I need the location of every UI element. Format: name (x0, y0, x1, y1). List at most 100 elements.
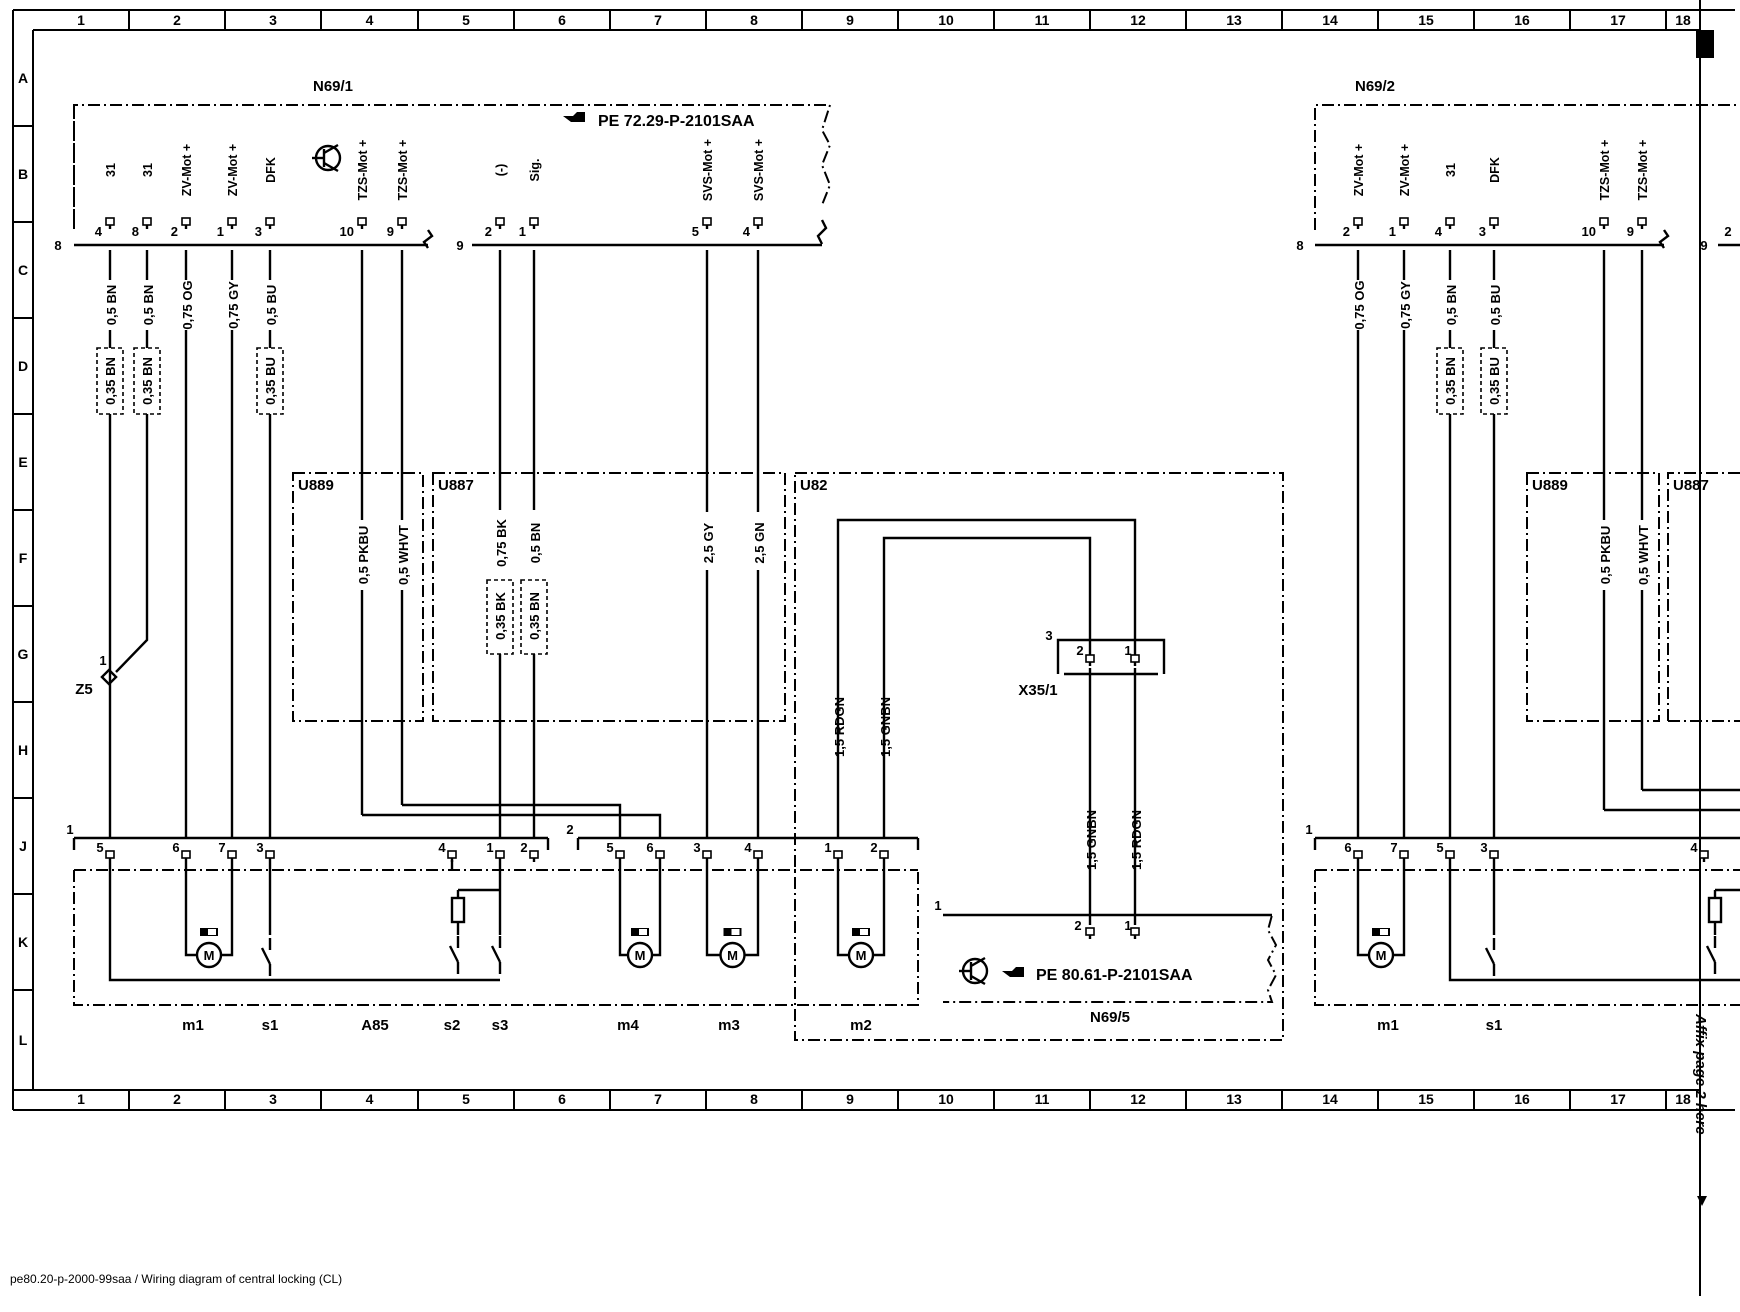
column-label-top: 6 (558, 12, 566, 28)
x35-1-pin: 1 (1124, 643, 1131, 658)
column-label-top: 13 (1226, 12, 1242, 28)
u887-label: U887 (438, 477, 474, 494)
actuator-right-pin (1489, 850, 1499, 862)
actuator-pin-number: 6 (172, 840, 179, 855)
column-label-bottom: 18 (1675, 1091, 1691, 1107)
column-label-top: 9 (846, 12, 854, 28)
actuator-right-pin (1699, 850, 1709, 862)
row-label: K (18, 934, 28, 950)
actuator-pin (495, 850, 505, 862)
row-label: F (19, 550, 28, 566)
row-label: A (18, 70, 28, 86)
motor-icon: M (618, 862, 662, 969)
actuator-right-pin (1399, 850, 1409, 862)
row-label: C (18, 262, 28, 278)
n69-2-pin-number: 9 (1627, 224, 1634, 239)
column-label-top: 2 (173, 12, 181, 28)
actuator-right-pin: 5 (1436, 840, 1443, 855)
actuator-pin-number: 1 (824, 840, 831, 855)
switch-icon (1484, 938, 1496, 976)
alt-wire-box (486, 579, 514, 655)
actuator-label: s1 (262, 1017, 279, 1034)
wire-label: 1,5 GNBN (1084, 810, 1099, 870)
n69-1-pin-signal: TZS-Mot + (396, 140, 410, 201)
alt-wire-label: 0,35 BU (263, 357, 278, 405)
column-label-bottom: 7 (654, 1091, 662, 1107)
actuator-pin-number: 3 (256, 840, 263, 855)
n69-1-pin (265, 217, 275, 229)
n69-1-pin-signal: 31 (141, 163, 155, 177)
n69-1-pin-number: 3 (255, 224, 262, 239)
wire-to-z5 (115, 414, 149, 673)
column-label-top: 10 (938, 12, 954, 28)
affix-note: Affix page 2 here (1692, 1013, 1709, 1135)
connector-label: 1 (66, 822, 73, 837)
n69-2-pin-number: 1 (1389, 224, 1396, 239)
wire-label: 0,5 BN (528, 523, 543, 563)
motor-icon: M (836, 862, 886, 969)
actuator-pin (615, 850, 625, 862)
alt-wire-box (96, 347, 124, 415)
n69-1-pin-signal: TZS-Mot + (356, 140, 370, 201)
n69-1-pin-signal: ZV-Mot + (180, 144, 194, 196)
column-label-top: 7 (654, 12, 662, 28)
wire-label: 1,5 RDGN (1129, 810, 1144, 870)
connector-label: 1 (1305, 822, 1312, 837)
n69-1-pin-number: 1 (519, 224, 526, 239)
column-label-top: 12 (1130, 12, 1146, 28)
column-label-top: 4 (366, 12, 374, 28)
actuator-pin (529, 850, 539, 862)
row-label: D (18, 358, 28, 374)
svg-text:M: M (204, 948, 215, 963)
wire-label-n69-1: 0,75 GY (226, 281, 241, 329)
n69-1-pin-number: 8 (132, 224, 139, 239)
n69-1-pin-number: 4 (95, 224, 103, 239)
resistor-icon (1707, 896, 1723, 924)
column-label-top: 1 (77, 12, 85, 28)
wire (184, 862, 197, 957)
connector-label: 8 (1296, 238, 1303, 253)
x35-1-pin (1130, 654, 1140, 666)
x35-1-connector-label: 3 (1045, 628, 1052, 643)
column-label-bottom: 5 (462, 1091, 470, 1107)
wire-label: 0,5 WHVT (396, 525, 411, 585)
n69-5-pin: 2 (1074, 918, 1081, 933)
wire-label-n69-1: 0,5 BN (104, 285, 119, 325)
n69-2-pin (1399, 217, 1409, 229)
n69-1-label: N69/1 (313, 78, 353, 95)
resistor-icon (450, 896, 466, 924)
column-label-bottom: 2 (173, 1091, 181, 1107)
column-label-top: 11 (1035, 12, 1050, 28)
wire-label-n69-2: 0,5 BN (1444, 285, 1459, 325)
switch-icon (448, 936, 460, 974)
n69-1-pin-number: 9 (387, 224, 394, 239)
column-label-bottom: 15 (1418, 1091, 1434, 1107)
alt-wire-box (256, 347, 284, 415)
u82-label: U82 (800, 477, 828, 494)
actuator-right-box (1314, 870, 1740, 1006)
svg-text:M: M (856, 948, 867, 963)
n69-1-pin (105, 217, 115, 229)
n69-5-pin (1130, 927, 1140, 939)
alt-wire-box (1436, 347, 1464, 415)
alt-wire-box (1480, 347, 1508, 415)
n69-1-pin (753, 217, 763, 229)
wire (836, 518, 1137, 838)
footer-caption: pe80.20-p-2000-99saa / Wiring diagram of… (10, 1272, 343, 1286)
n69-1-box (73, 104, 832, 230)
n69-1-pin-number: 2 (171, 224, 178, 239)
wire (705, 862, 721, 957)
actuator-pin-number: 6 (646, 840, 653, 855)
ground-rail (108, 862, 500, 982)
actuator-label: m3 (718, 1017, 740, 1034)
u887-label-right: U887 (1673, 477, 1709, 494)
svg-text:M: M (727, 948, 738, 963)
n69-5-reference: PE 80.61-P-2101SAA (1036, 967, 1193, 984)
column-label-top: 14 (1322, 12, 1338, 28)
column-label-bottom: 14 (1322, 1091, 1338, 1107)
diagram-frame (12, 0, 1735, 1296)
column-label-top: 17 (1610, 12, 1626, 28)
actuator-pin (655, 850, 665, 862)
column-label-bottom: 9 (846, 1091, 854, 1107)
